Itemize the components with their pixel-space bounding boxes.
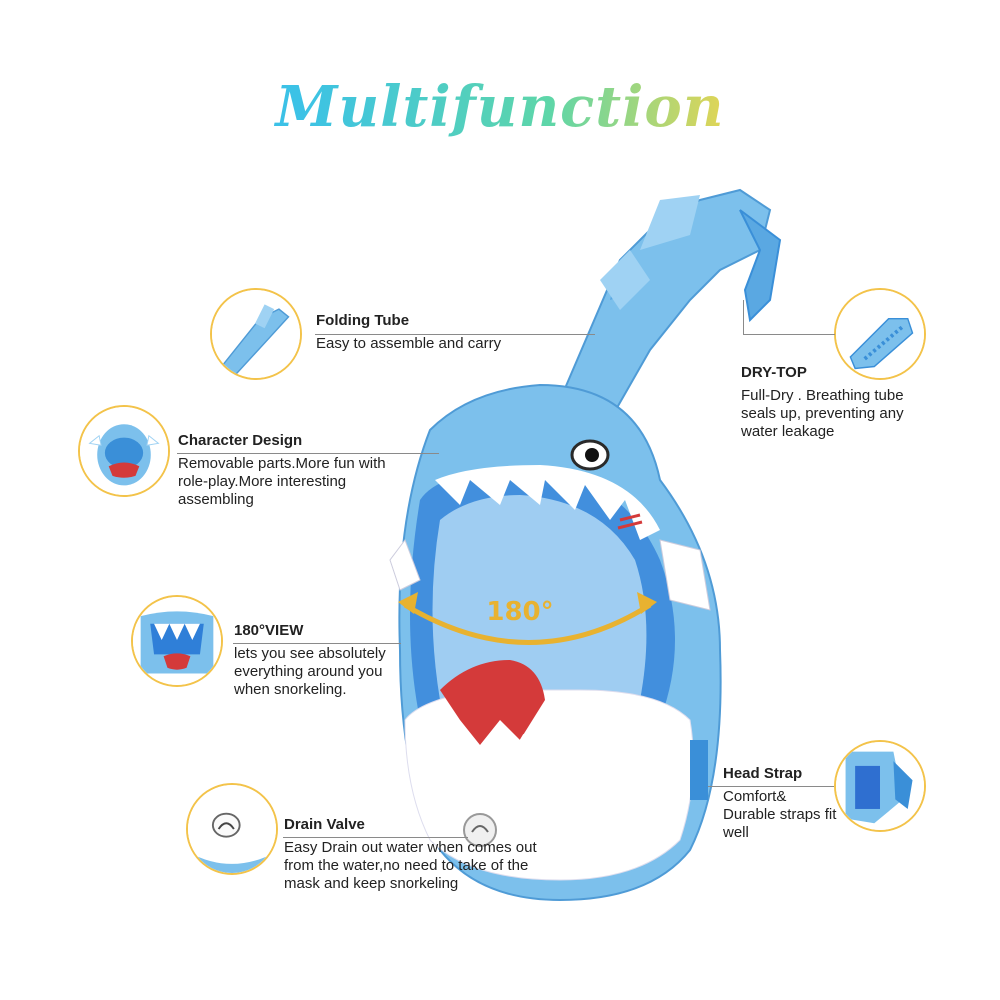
view-180-icon [133,597,221,685]
folding-tube-heading: Folding Tube [316,312,410,329]
drain-valve-feature: Drain Valve Easy Drain out water when co… [284,816,544,893]
dry-top-feature: DRY-TOP Full-Dry . Breathing tube seals … [741,364,941,441]
view-arrow [398,592,657,645]
dry-top-leader-vertical [743,300,744,334]
folding-tube-icon [212,290,300,378]
character-design-desc: Removable parts.More fun with role-play.… [178,455,386,508]
view-180-heading: 180°VIEW [234,622,304,639]
folding-tube-circle [210,288,302,380]
head-strap-heading: Head Strap [723,765,803,782]
folding-tube-desc: Easy to assemble and carry [316,335,502,352]
folding-tube-feature: Folding Tube Easy to assemble and carry [316,312,576,353]
drain-valve-heading: Drain Valve [284,816,365,833]
dry-top-leader [743,334,835,335]
character-design-heading: Character Design [178,432,303,449]
dry-top-heading: DRY-TOP [741,364,807,381]
view-180-leader [233,643,401,644]
folding-tube-leader [315,334,595,335]
character-design-icon [80,407,168,495]
character-design-circle [78,405,170,497]
character-design-leader [177,453,439,454]
character-design-feature: Character Design Removable parts.More fu… [178,432,418,509]
page-title: Multifunction [0,74,1000,140]
view-180-circle [131,595,223,687]
drain-valve-desc: Easy Drain out water when comes out from… [284,839,537,892]
head-strap-leader [708,786,834,787]
head-strap-icon [836,742,924,830]
drain-valve-circle [186,783,278,875]
drain-valve-icon [188,785,276,873]
head-strap-desc: Comfort& Durable straps fit well [723,788,837,841]
view-180-desc: lets you see absolutely everything aroun… [234,645,386,698]
dry-top-circle [834,288,926,380]
head-strap-feature: Head Strap Comfort& Durable straps fit w… [723,765,843,842]
view-180-feature: 180°VIEW lets you see absolutely everyth… [234,622,404,699]
dry-top-desc: Full-Dry . Breathing tube seals up, prev… [741,387,904,440]
dry-top-icon [836,290,924,378]
head-strap-circle [834,740,926,832]
view-label: 180° [486,597,553,627]
drain-valve-leader [283,837,468,838]
